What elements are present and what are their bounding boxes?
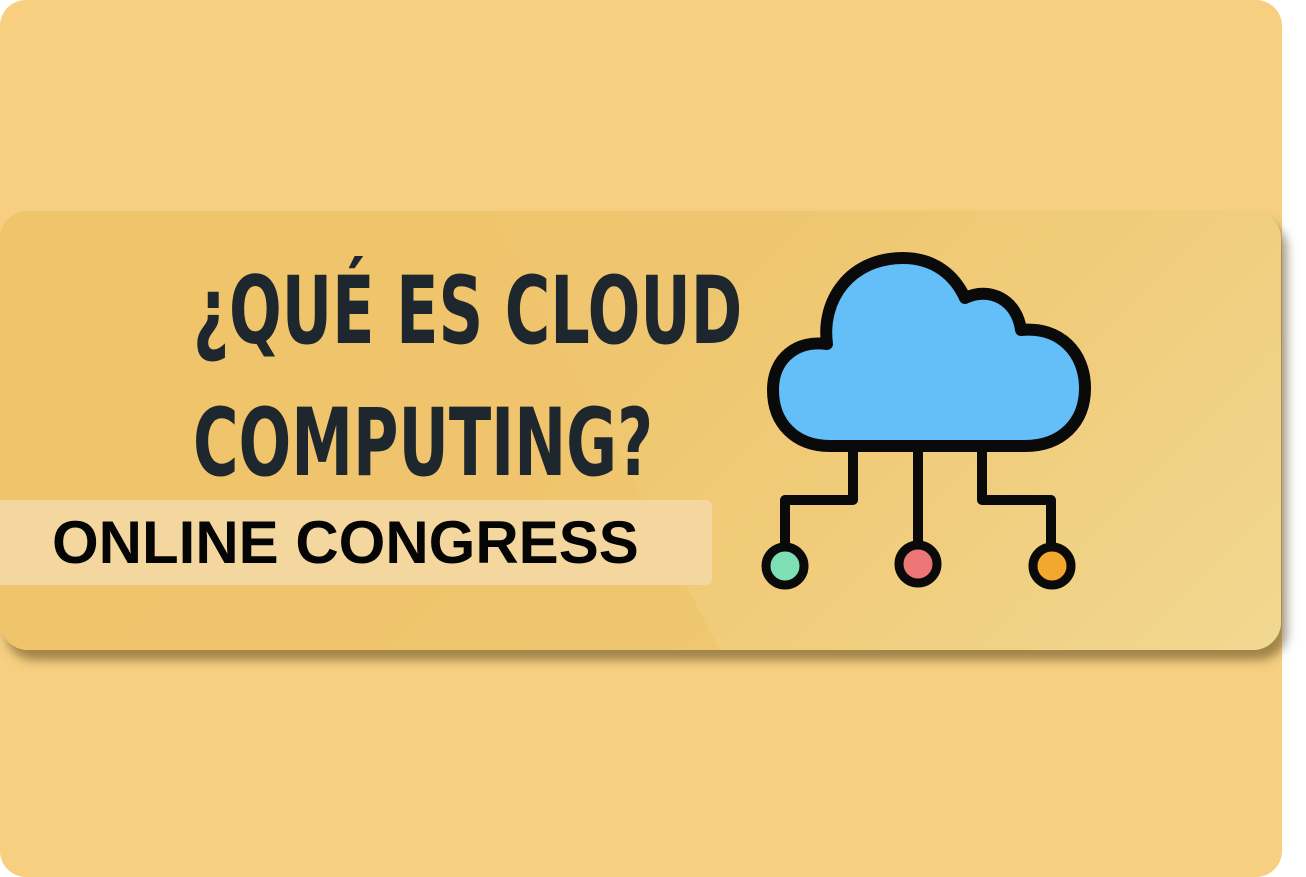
node-orange bbox=[1028, 542, 1076, 590]
title-line-1: ¿QUÉ ES CLOUD bbox=[193, 257, 743, 366]
node-green bbox=[761, 542, 809, 590]
page-title: ¿QUÉ ES CLOUD COMPUTING? bbox=[193, 246, 742, 510]
node-red bbox=[894, 540, 942, 588]
cloud-shape bbox=[767, 252, 1091, 452]
cloud-network-icon bbox=[761, 252, 1091, 590]
tagline: ONLINE CONGRESS bbox=[52, 509, 639, 576]
tagline-bar bbox=[0, 500, 712, 585]
title-line-2: COMPUTING? bbox=[193, 389, 654, 498]
connector-left bbox=[780, 448, 858, 548]
connector-right bbox=[977, 448, 1056, 548]
